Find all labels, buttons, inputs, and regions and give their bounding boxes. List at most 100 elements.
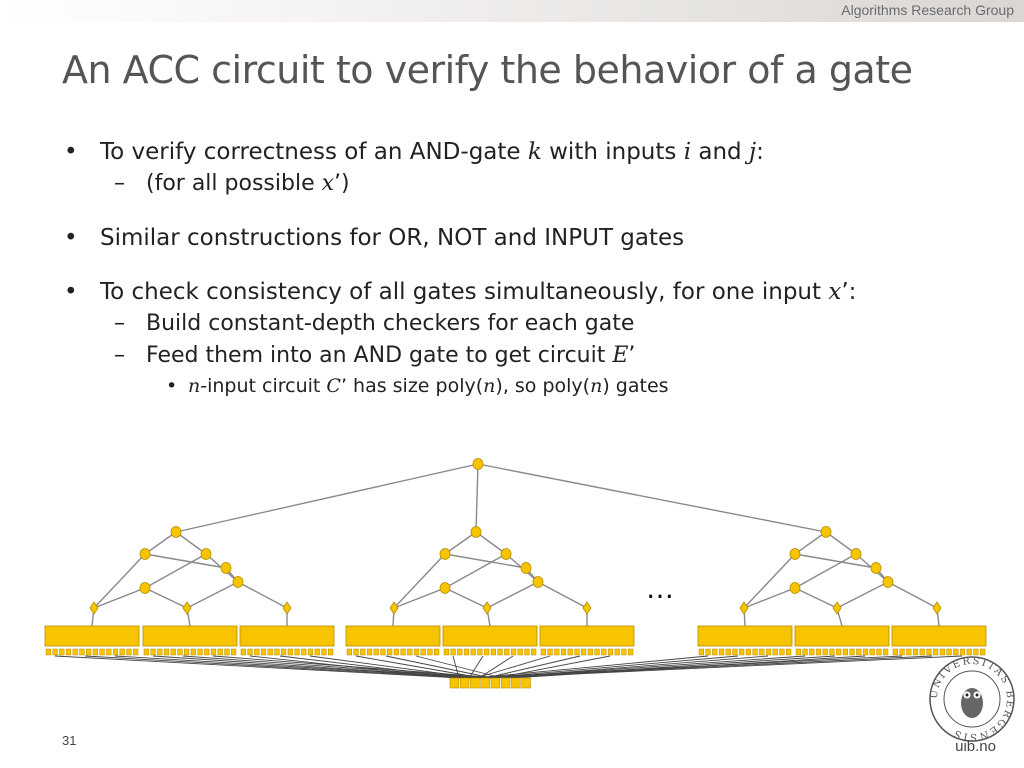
diagram-ellipsis: …	[646, 572, 674, 605]
wire	[237, 581, 288, 609]
input-bit	[484, 648, 490, 656]
input-bit	[594, 648, 600, 656]
wire	[444, 587, 488, 609]
wire	[144, 531, 177, 555]
input-bit	[628, 648, 634, 656]
input-bit	[739, 648, 745, 656]
input-bit	[802, 648, 808, 656]
bullet-similar-constructions: Similar constructions for OR, NOT and IN…	[62, 222, 962, 254]
wire	[93, 553, 146, 609]
input-bit	[581, 648, 587, 656]
input-bit	[197, 648, 203, 656]
collector-wire	[249, 655, 457, 679]
input-gate-node	[482, 601, 492, 615]
input-bit	[204, 648, 210, 656]
input-block	[142, 625, 238, 647]
top-wire	[477, 463, 827, 533]
wire	[537, 581, 588, 609]
input-bit	[99, 648, 105, 656]
input-bit	[45, 648, 51, 656]
shared-input-bit	[500, 677, 511, 689]
input-bit	[157, 648, 163, 656]
input-bit	[307, 648, 314, 656]
input-bit	[210, 648, 217, 656]
input-bit	[732, 648, 738, 656]
input-bit	[247, 648, 253, 656]
input-block	[539, 625, 635, 647]
gate-node	[500, 548, 512, 560]
slide-title: An ACC circuit to verify the behavior of…	[62, 48, 913, 92]
wire	[794, 553, 877, 569]
wire	[794, 531, 827, 555]
collector-wire	[452, 655, 460, 679]
input-bit	[463, 648, 470, 656]
input-bit	[946, 648, 952, 656]
input-gate-node	[739, 601, 749, 615]
input-bit	[274, 648, 280, 656]
input-bit	[980, 648, 986, 656]
input-bit	[614, 648, 620, 656]
input-gate-node	[182, 601, 192, 615]
subsubbullet-circuit-size: n-input circuit C’ has size poly(n), so …	[62, 372, 962, 400]
wire	[475, 531, 507, 555]
input-bit	[959, 648, 966, 656]
wire	[825, 531, 857, 555]
input-bit	[59, 648, 65, 656]
input-block	[697, 625, 793, 647]
input-bit	[926, 648, 932, 656]
input-bit	[504, 648, 510, 656]
input-gate-node	[832, 601, 842, 615]
wire	[887, 581, 938, 609]
input-bit	[966, 648, 972, 656]
collector-wire	[84, 655, 472, 679]
input-bit	[524, 648, 530, 656]
input-bit	[698, 648, 704, 656]
input-bit	[301, 648, 307, 656]
input-bit	[842, 648, 848, 656]
shared-input-bit	[470, 677, 480, 689]
collector-wire	[475, 655, 551, 679]
bullet-check-consistency: To check consistency of all gates simult…	[62, 276, 962, 308]
collector-wire	[477, 655, 933, 679]
input-bit	[786, 648, 792, 656]
input-bit	[883, 648, 889, 656]
wire	[444, 531, 477, 555]
wire	[743, 587, 796, 609]
input-bit	[328, 648, 334, 656]
top-wire	[475, 463, 479, 533]
input-bit	[567, 648, 573, 656]
input-bit	[79, 648, 85, 656]
input-bit	[862, 648, 869, 656]
shared-input-bit	[449, 677, 460, 689]
input-bit	[287, 648, 293, 656]
input-bit	[427, 648, 433, 656]
input-bit	[856, 648, 862, 656]
wire	[175, 531, 207, 555]
collector-wire	[355, 655, 483, 679]
wire	[444, 553, 507, 589]
wire	[794, 587, 838, 609]
wire	[393, 553, 446, 609]
input-bit	[413, 648, 420, 656]
input-bit	[450, 648, 456, 656]
gate-node	[520, 562, 532, 574]
slide-content: To verify correctness of an AND-gate k w…	[62, 136, 962, 400]
collector-wire	[473, 655, 709, 679]
collector-wire	[385, 655, 493, 679]
gate-node	[232, 576, 244, 588]
gate-node	[789, 548, 801, 560]
input-bit	[759, 648, 765, 656]
input-bit	[294, 648, 300, 656]
collector-wire	[54, 655, 462, 679]
circuit-diagram: …	[44, 458, 987, 689]
input-bit	[725, 648, 731, 656]
input-bit	[170, 648, 176, 656]
university-seal: UNIVERSITAS BERGENSIS	[929, 656, 1015, 742]
collector-wire	[483, 655, 739, 679]
input-bit	[353, 648, 359, 656]
input-bit	[457, 648, 463, 656]
collector-wire	[478, 655, 514, 679]
input-bit	[607, 648, 614, 656]
input-bit	[380, 648, 386, 656]
input-bit	[718, 648, 725, 656]
